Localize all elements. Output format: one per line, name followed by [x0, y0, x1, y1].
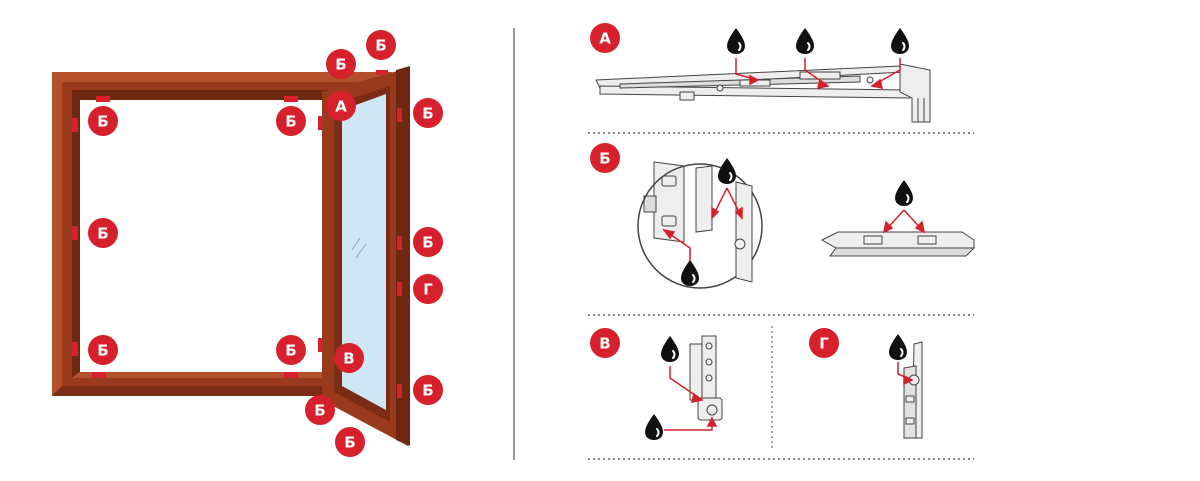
- hardware-mark: [92, 372, 106, 378]
- detail-b-hardware: [637, 161, 976, 289]
- window-badge-b-frame-mid-left: Б: [88, 218, 118, 248]
- badge-letter: Б: [285, 113, 296, 131]
- badge-letter: Б: [97, 225, 108, 243]
- window-badge-g-sash-mid: Г: [413, 274, 443, 304]
- detail-a-hardware: [595, 63, 931, 123]
- panel-badges: А Б В Г: [590, 23, 839, 358]
- window-badges: Б Б А Б Б Б Б Б Г Б Б В Б Б Б: [88, 30, 443, 457]
- detail-v-hardware: [689, 335, 723, 421]
- hardware-mark: [72, 226, 78, 240]
- window-badge-b-frame-top-left: Б: [88, 106, 118, 136]
- badge-letter: А: [599, 30, 611, 48]
- window-badge-b-sash-bottom: Б: [413, 375, 443, 405]
- badge-circle: [366, 30, 396, 60]
- badge-letter: Б: [422, 105, 433, 123]
- badge-circle: [88, 106, 118, 136]
- badge-circle: [809, 328, 839, 358]
- oil-drop-icon: [680, 259, 700, 287]
- window-badge-b-sash-mid: Б: [413, 227, 443, 257]
- badge-letter: Б: [375, 37, 386, 55]
- detail-g-hardware: [903, 341, 923, 439]
- oil-drop-icon: [717, 157, 737, 185]
- badge-letter: Б: [599, 150, 610, 168]
- badge-letter: Б: [97, 113, 108, 131]
- badge-letter: Б: [335, 56, 346, 74]
- badge-circle: [334, 343, 364, 373]
- oil-drop-icon: [644, 413, 664, 441]
- window-badge-b-bottom-2: Б: [335, 427, 365, 457]
- hardware-mark: [96, 96, 110, 102]
- detail-a-arrows: [735, 58, 901, 89]
- badge-circle: [326, 91, 356, 121]
- panel-badge-panel-a: А: [590, 23, 620, 53]
- detail-v-arrows: [664, 366, 718, 431]
- badge-letter: А: [335, 98, 347, 116]
- hardware-mark: [318, 338, 324, 352]
- badge-circle: [305, 395, 335, 425]
- oil-drop-icon: [894, 179, 914, 207]
- hardware-mark: [397, 108, 402, 122]
- badge-circle: [413, 274, 443, 304]
- badge-letter: Б: [344, 434, 355, 452]
- panel-separators: [588, 132, 974, 460]
- badge-letter: Б: [314, 402, 325, 420]
- detail-g-arrows: [897, 362, 914, 386]
- badge-letter: Б: [285, 342, 296, 360]
- badge-circle: [413, 98, 443, 128]
- window-illustration: Б Б А Б Б Б Б Б Г Б Б В Б Б Б: [52, 30, 443, 457]
- sash-glass: [342, 94, 386, 410]
- window-badge-b-top-right-2: Б: [326, 49, 356, 79]
- window-badge-b-frame-bottom-left: Б: [88, 335, 118, 365]
- window-badge-b-frame-top-right: Б: [276, 106, 306, 136]
- badge-letter: Б: [422, 382, 433, 400]
- hardware-mark: [72, 342, 78, 356]
- panel-badge-panel-g: Г: [809, 328, 839, 358]
- badge-circle: [590, 143, 620, 173]
- badge-letter: Г: [819, 335, 829, 353]
- badge-circle: [326, 49, 356, 79]
- oil-drop-icon: [795, 27, 815, 55]
- badge-circle: [88, 218, 118, 248]
- badge-circle: [335, 427, 365, 457]
- detail-b-arrows: [662, 187, 926, 262]
- window-sash: [322, 66, 410, 446]
- badge-letter: Г: [423, 281, 433, 299]
- oil-drop-icon: [660, 335, 680, 363]
- window-badge-b-frame-bottom-right: Б: [276, 335, 306, 365]
- hardware-mark: [397, 384, 402, 398]
- oil-drop-icon: [888, 333, 908, 361]
- badge-letter: В: [343, 350, 354, 368]
- badge-circle: [590, 23, 620, 53]
- hardware-mark: [397, 236, 402, 250]
- badge-circle: [590, 328, 620, 358]
- hardware-mark: [72, 118, 78, 132]
- oil-drop-icon: [890, 27, 910, 55]
- oil-drop-icon: [726, 27, 746, 55]
- badge-circle: [88, 335, 118, 365]
- hardware-mark: [284, 96, 298, 102]
- panel-badge-panel-v: В: [590, 328, 620, 358]
- badge-circle: [276, 335, 306, 365]
- window-badge-b-bottom-1: Б: [305, 395, 335, 425]
- frame-hardware-marks: [72, 96, 324, 378]
- hardware-mark: [376, 70, 388, 75]
- badge-circle: [413, 375, 443, 405]
- hardware-mark: [284, 372, 298, 378]
- badge-letter: Б: [422, 234, 433, 252]
- badge-letter: В: [599, 335, 610, 353]
- window-badge-b-sash-top: Б: [413, 98, 443, 128]
- badge-letter: Б: [97, 342, 108, 360]
- hardware-mark: [318, 116, 324, 130]
- window-badge-a-top: А: [326, 91, 356, 121]
- window-badge-v-bottom: В: [334, 343, 364, 373]
- panel-badge-panel-b: Б: [590, 143, 620, 173]
- hardware-mark: [397, 282, 402, 296]
- badge-circle: [413, 227, 443, 257]
- badge-circle: [276, 106, 306, 136]
- window-badge-b-top-right-1: Б: [366, 30, 396, 60]
